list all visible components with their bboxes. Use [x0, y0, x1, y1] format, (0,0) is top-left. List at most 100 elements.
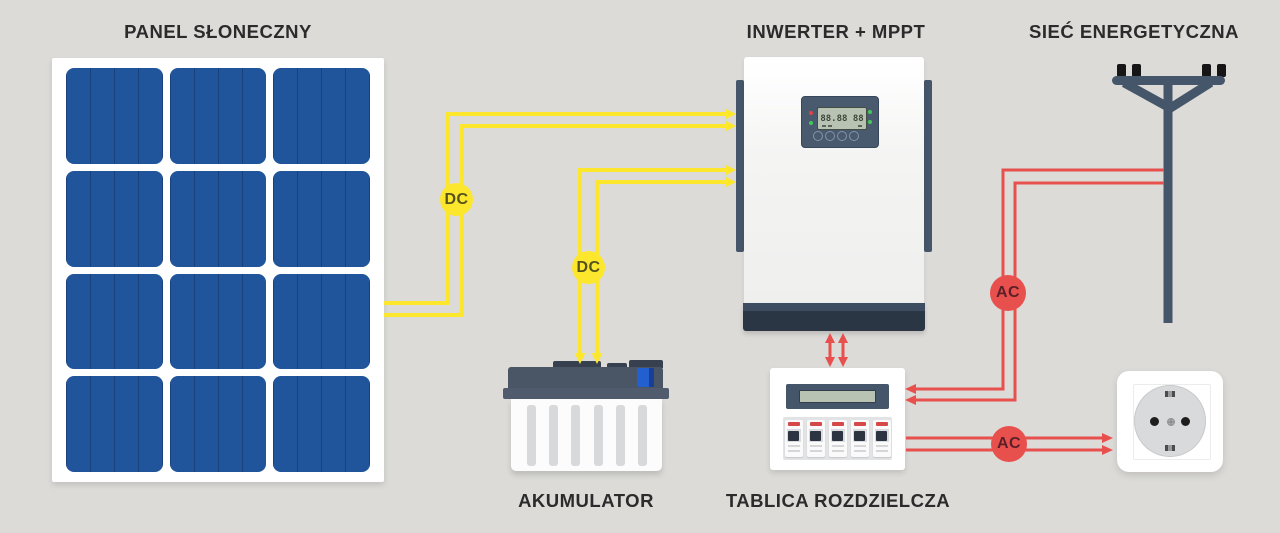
inverter-right-rail — [924, 80, 932, 252]
solar-cell — [169, 170, 267, 267]
socket-inner-frame — [1133, 384, 1211, 460]
battery-label: AKUMULATOR — [518, 490, 654, 511]
lcd-tick — [858, 125, 862, 127]
arrowhead — [905, 384, 916, 394]
breaker-line — [853, 445, 866, 447]
solar-cell — [66, 273, 163, 370]
breaker-indicator — [875, 422, 888, 426]
socket-ground-clip-bottom — [1165, 445, 1175, 451]
inverter-lcd: 88.88 88 — [817, 107, 867, 130]
distribution-board — [770, 368, 905, 470]
breaker-toggle-frame — [874, 429, 889, 442]
socket-hole-right — [1181, 417, 1190, 426]
inverter-control-panel: 88.88 88 — [801, 96, 879, 148]
breaker-toggle — [876, 430, 887, 441]
arrowhead — [725, 164, 736, 176]
breaker-line — [787, 450, 800, 452]
battery-terminal-blue — [637, 368, 654, 387]
breaker-line — [831, 450, 844, 452]
inverter-base-bar — [743, 303, 925, 331]
inverter-left-rail — [736, 80, 744, 252]
solar-cell — [273, 376, 370, 472]
panel-label: PANEL SŁONECZNY — [124, 21, 312, 42]
breaker-line — [809, 445, 822, 447]
battery-terminal-bar — [629, 360, 663, 368]
grid-label: SIEĆ ENERGETYCZNA — [1029, 21, 1239, 42]
ac-badge-grid: AC — [990, 275, 1026, 311]
battery-cap — [508, 367, 663, 388]
status-led-green — [809, 121, 813, 125]
breaker-toggle — [810, 430, 821, 441]
breaker-toggle-frame — [808, 429, 823, 442]
pole-insulator — [1132, 64, 1141, 77]
arrowhead — [1102, 445, 1113, 455]
power-pole — [1105, 60, 1230, 325]
solar-cell — [273, 170, 370, 267]
breaker-indicator — [853, 422, 866, 426]
solar-cell — [169, 68, 267, 164]
breaker-toggle-frame — [786, 429, 801, 442]
socket-recess — [1134, 385, 1206, 457]
solar-cell — [66, 376, 163, 472]
board-label: TABLICA ROZDZIELCZA — [725, 490, 951, 511]
status-led-green — [868, 110, 872, 114]
arrowhead — [725, 176, 736, 188]
breaker-toggle-frame — [852, 429, 867, 442]
circuit-breaker — [806, 420, 825, 457]
battery-slot — [549, 405, 558, 466]
circuit-breaker — [872, 420, 891, 457]
solar-panel — [52, 58, 384, 482]
pole-mast — [1163, 83, 1173, 323]
arrowhead — [725, 120, 736, 132]
breaker-toggle — [832, 430, 843, 441]
breaker-line — [853, 450, 866, 452]
battery-slot — [638, 405, 647, 466]
pole-insulator — [1117, 64, 1126, 77]
dc-wire-panel-to-inverter — [384, 124, 726, 317]
breaker-line — [831, 445, 844, 447]
socket-hole-left — [1150, 417, 1159, 426]
battery-slot — [616, 405, 625, 466]
battery-slot — [594, 405, 603, 466]
inverter-button — [837, 131, 847, 141]
battery-vent — [607, 363, 627, 368]
inverter-button — [813, 131, 823, 141]
solar-cell — [169, 376, 267, 472]
solar-cell — [273, 273, 370, 370]
circuit-breaker — [784, 420, 803, 457]
breaker-indicator — [831, 422, 844, 426]
solar-cell — [273, 68, 370, 164]
pole-insulator — [1202, 64, 1211, 77]
battery-lip — [503, 388, 669, 399]
status-led-green — [868, 120, 872, 124]
breaker-line — [875, 450, 888, 452]
pole-brace — [1121, 78, 1175, 114]
solar-cell — [66, 68, 163, 164]
breaker-toggle-frame — [830, 429, 845, 442]
breaker-strip — [783, 417, 892, 460]
arrowhead — [838, 357, 848, 367]
inverter-button — [849, 131, 859, 141]
arrowhead — [1102, 433, 1113, 443]
dc-badge-panel: DC — [440, 183, 473, 216]
inverter-label: INWERTER + MPPT — [746, 21, 926, 42]
power-pole-icon — [1112, 64, 1226, 323]
dc-wire-battery-to-inverter — [595, 180, 726, 354]
inverter-button — [825, 131, 835, 141]
battery-vent — [553, 361, 601, 368]
dc-wire-panel-to-inverter — [384, 112, 726, 305]
solar-cell — [66, 170, 163, 267]
breaker-indicator — [787, 422, 800, 426]
battery-body — [511, 399, 662, 471]
pole-brace — [1165, 78, 1214, 114]
wall-socket — [1117, 371, 1223, 472]
breaker-line — [875, 445, 888, 447]
inverter-lcd-digits: 88.88 88 — [820, 113, 864, 124]
arrowhead — [725, 108, 736, 120]
inverter-base-bar-highlight — [743, 303, 925, 311]
socket-ground-clip-top — [1165, 391, 1175, 397]
breaker-toggle — [788, 430, 799, 441]
board-lcd — [799, 390, 876, 403]
breaker-line — [787, 445, 800, 447]
